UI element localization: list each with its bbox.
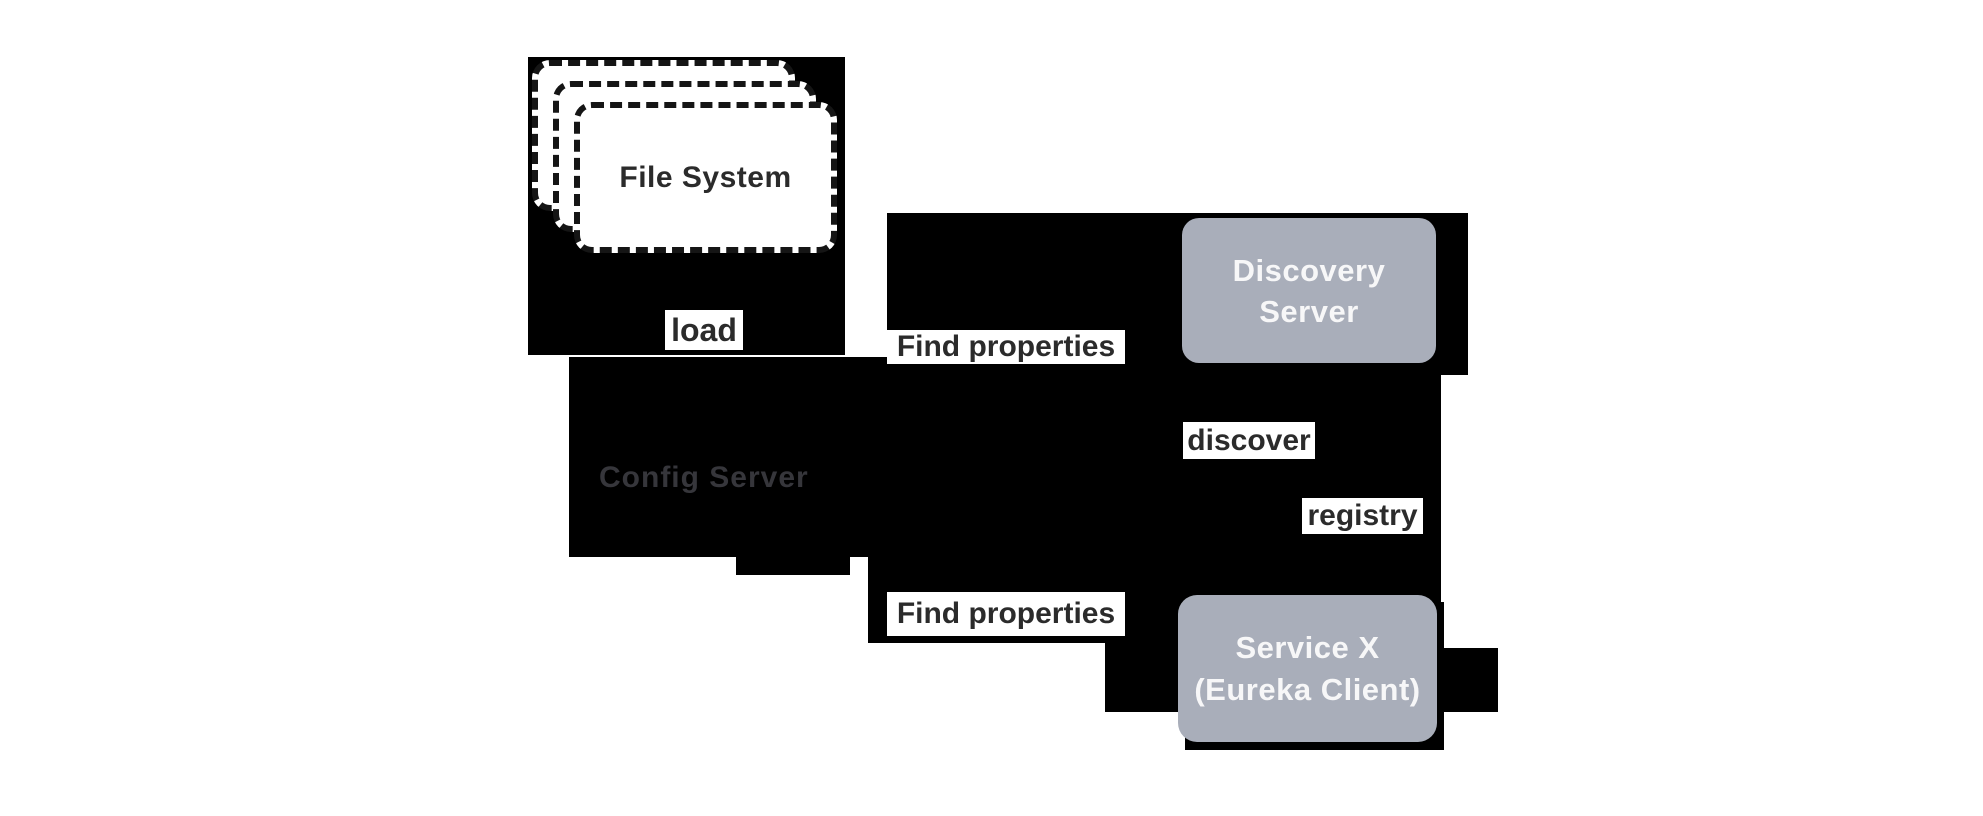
discovery-server-node: Discovery Server xyxy=(1182,218,1436,363)
service-x-label-line1: Service X xyxy=(1235,629,1380,665)
service-x-label-line2: (Eureka Client) xyxy=(1194,671,1421,707)
edge-label-discover: discover xyxy=(1183,422,1315,459)
edge-label-registry: registry xyxy=(1302,498,1423,534)
edge-label-load: load xyxy=(665,310,743,350)
file-system-label: File System xyxy=(619,160,792,194)
discovery-server-label-line2: Server xyxy=(1259,293,1359,329)
discovery-server-label-line1: Discovery xyxy=(1232,252,1386,288)
silhouette-step-config xyxy=(736,557,850,575)
file-system-node: File System xyxy=(574,102,837,253)
silhouette-bottom-right-notch xyxy=(1441,648,1498,712)
edge-label-find-properties-bottom: Find properties xyxy=(887,592,1125,636)
config-server-label: Config Server xyxy=(599,461,809,494)
edge-label-find-properties-top: Find properties xyxy=(887,330,1125,364)
service-x-node: Service X (Eureka Client) xyxy=(1178,595,1437,742)
